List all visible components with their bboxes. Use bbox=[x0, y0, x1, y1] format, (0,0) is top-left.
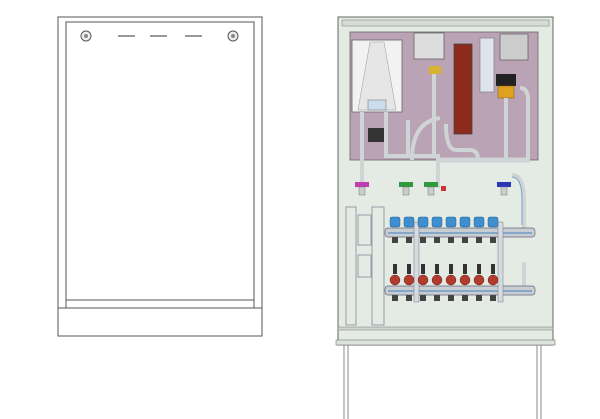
actuator bbox=[496, 74, 516, 86]
red-fitting bbox=[441, 186, 446, 191]
ball-valve-green bbox=[399, 182, 413, 196]
air-separator bbox=[479, 37, 495, 93]
supply-circuit-valve[interactable] bbox=[459, 216, 471, 243]
return-circuit-valve[interactable] bbox=[403, 264, 415, 301]
return-circuit-valve[interactable] bbox=[473, 264, 485, 301]
mounting-rails bbox=[345, 206, 385, 326]
closed-cabinet bbox=[57, 16, 263, 337]
supply-circuit-valve[interactable] bbox=[431, 216, 443, 243]
cabinet-legs bbox=[343, 345, 542, 419]
brass-fitting bbox=[429, 66, 441, 74]
return-circuit-valve[interactable] bbox=[459, 264, 471, 301]
open-cabinet bbox=[335, 16, 556, 419]
cabinet-door bbox=[65, 21, 255, 301]
supply-circuit-valve[interactable] bbox=[389, 216, 401, 243]
ball-valve-blue bbox=[497, 182, 511, 196]
return-circuit-valve[interactable] bbox=[417, 264, 429, 301]
return-circuit-valve[interactable] bbox=[431, 264, 443, 301]
pipework bbox=[360, 74, 530, 290]
expansion-unit bbox=[413, 32, 445, 60]
manifold-bracket bbox=[497, 221, 504, 303]
manifold-bracket bbox=[413, 221, 420, 303]
return-circuit-valve[interactable] bbox=[445, 264, 457, 301]
boiler-display bbox=[367, 99, 387, 111]
door-bottom-strip bbox=[65, 299, 255, 309]
supply-circuit-valve[interactable] bbox=[403, 216, 415, 243]
supply-circuit-valve[interactable] bbox=[487, 216, 499, 243]
mixing-valve bbox=[497, 85, 515, 99]
supply-circuit-valve[interactable] bbox=[473, 216, 485, 243]
pump-motor bbox=[368, 128, 388, 142]
door-lock-icon[interactable] bbox=[227, 30, 239, 42]
cabinet-base bbox=[335, 339, 556, 346]
ball-valve-magenta bbox=[355, 182, 369, 196]
electric-boiler bbox=[351, 39, 403, 113]
ball-valve-green bbox=[424, 182, 438, 196]
control-box bbox=[499, 33, 529, 61]
cabinet-outline bbox=[57, 16, 263, 337]
return-circuit-valve[interactable] bbox=[389, 264, 401, 301]
pipe-highlight bbox=[511, 176, 523, 225]
return-circuit-valve[interactable] bbox=[487, 264, 499, 301]
door-lock-icon[interactable] bbox=[80, 30, 92, 42]
supply-circuit-valve[interactable] bbox=[417, 216, 429, 243]
heat-exchanger bbox=[453, 43, 473, 135]
supply-circuit-valve[interactable] bbox=[445, 216, 457, 243]
